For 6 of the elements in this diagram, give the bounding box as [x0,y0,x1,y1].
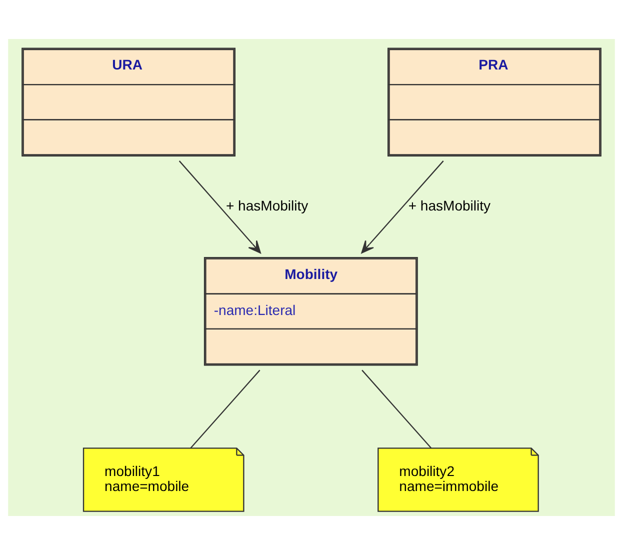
connector [190,370,260,449]
arrow [178,160,261,254]
edge-label: + hasMobility [408,197,491,214]
edge-label: + hasMobility [226,197,308,214]
connector [362,370,432,449]
arrow [361,160,444,254]
